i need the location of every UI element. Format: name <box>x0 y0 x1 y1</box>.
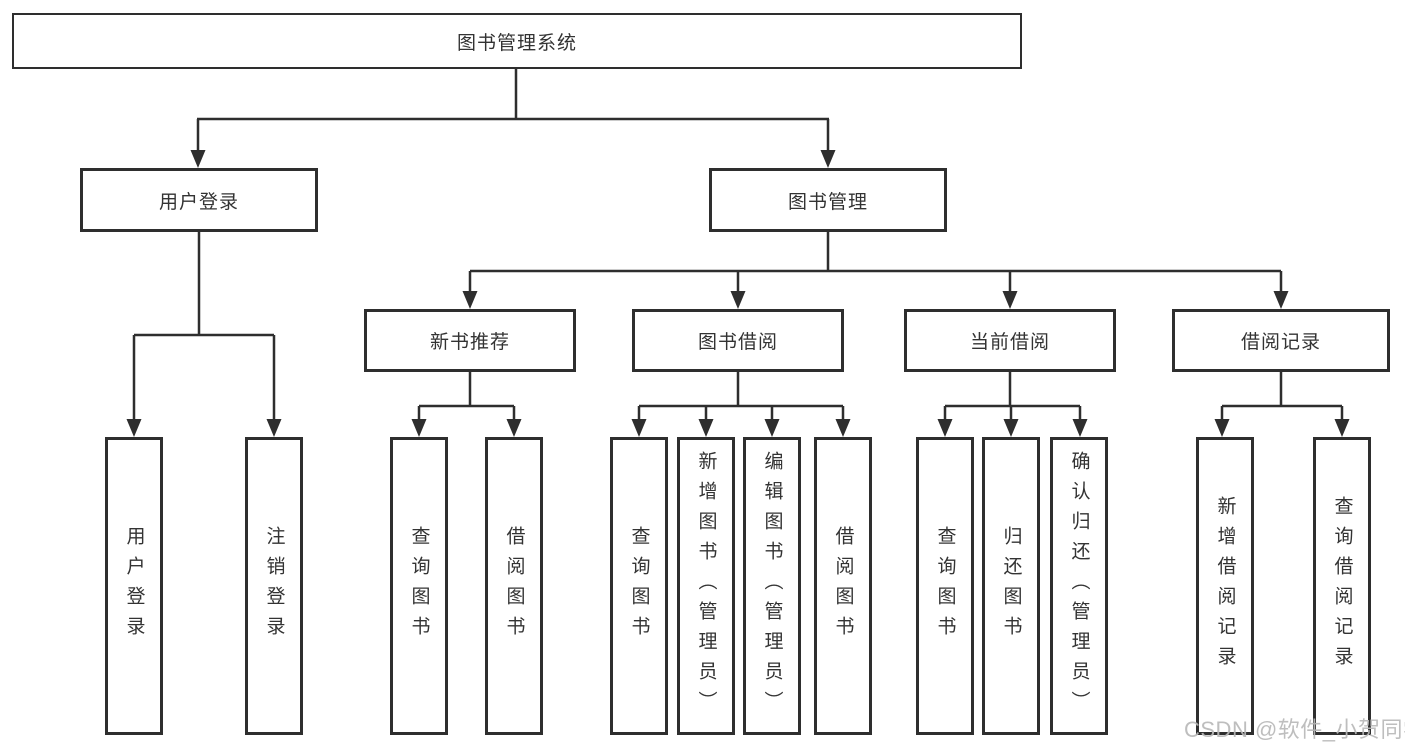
node-label: 用户登录 <box>158 191 239 213</box>
leaf-logout: 注销登录 <box>245 437 303 735</box>
leaf-confirm-return-admin: 确认归还（管理员） <box>1050 437 1108 735</box>
leaf-query-books-recommend: 查询图书 <box>390 437 448 735</box>
leaf-query-books-current: 查询图书 <box>916 437 974 735</box>
node-label: 新书推荐 <box>429 332 510 353</box>
leaf-return-books: 归还图书 <box>982 437 1040 735</box>
node-label: 借阅图书 <box>832 526 854 646</box>
node-label: 借阅图书 <box>503 526 525 646</box>
leaf-borrow-books: 借阅图书 <box>814 437 872 735</box>
leaf-query-borrow-record: 查询借阅记录 <box>1313 437 1371 735</box>
node-library-management-system: 图书管理系统 <box>12 13 1022 69</box>
node-user-login: 用户登录 <box>80 168 318 232</box>
node-label: 图书管理系统 <box>456 32 577 54</box>
node-label: 查询图书 <box>408 526 430 646</box>
node-label: 新增图书（管理员） <box>695 451 717 721</box>
connector-lines <box>132 69 1344 421</box>
node-label: 用户登录 <box>123 526 145 646</box>
node-new-book-recommend: 新书推荐 <box>364 309 576 372</box>
leaf-query-books-borrow: 查询图书 <box>610 437 668 735</box>
node-book-management: 图书管理 <box>709 168 947 232</box>
node-label: 注销登录 <box>263 526 285 646</box>
node-label: 查询借阅记录 <box>1331 496 1353 676</box>
leaf-add-borrow-record: 新增借阅记录 <box>1196 437 1254 735</box>
node-book-borrow: 图书借阅 <box>632 309 844 372</box>
leaf-borrow-books-recommend: 借阅图书 <box>485 437 543 735</box>
node-label: 图书借阅 <box>697 332 778 353</box>
node-borrow-records: 借阅记录 <box>1172 309 1390 372</box>
node-label: 编辑图书（管理员） <box>761 451 783 721</box>
leaf-add-books-admin: 新增图书（管理员） <box>677 437 735 735</box>
node-label: 确认归还（管理员） <box>1068 451 1090 721</box>
node-label: 查询图书 <box>934 526 956 646</box>
node-label: 新增借阅记录 <box>1214 496 1236 676</box>
node-label: 查询图书 <box>628 526 650 646</box>
node-current-borrow: 当前借阅 <box>904 309 1116 372</box>
csdn-watermark: CSDN @软件_小贺同学 <box>1184 717 1405 742</box>
node-label: 当前借阅 <box>969 332 1050 353</box>
leaf-user-login: 用户登录 <box>105 437 163 735</box>
connector-arrowheads <box>126 150 1350 437</box>
leaf-edit-books-admin: 编辑图书（管理员） <box>743 437 801 735</box>
node-label: 借阅记录 <box>1240 332 1321 353</box>
node-label: 归还图书 <box>1000 526 1022 646</box>
node-label: 图书管理 <box>787 191 868 213</box>
